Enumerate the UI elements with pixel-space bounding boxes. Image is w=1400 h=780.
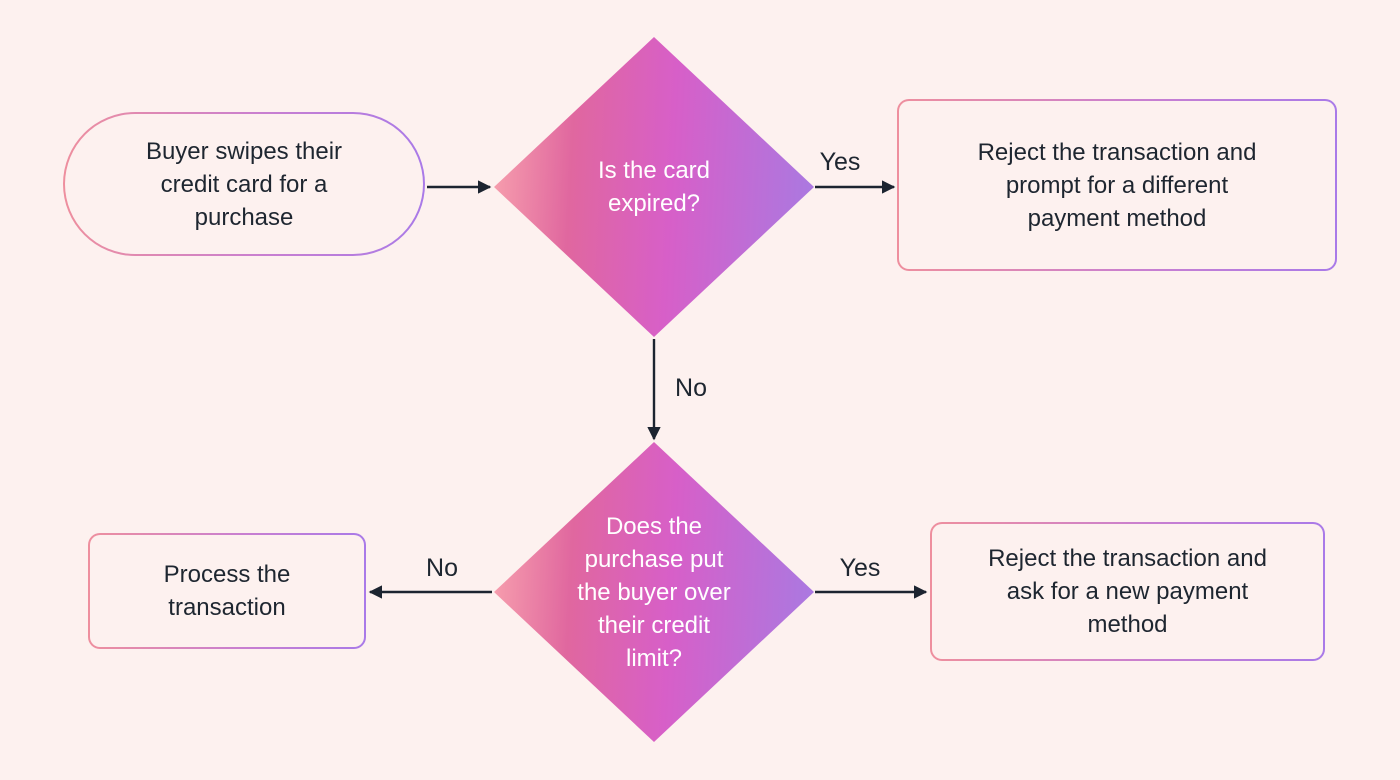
node-process-transaction-body: Process the transaction	[90, 535, 364, 647]
node-reject-ask-body: Reject the transaction and ask for a new…	[932, 524, 1323, 659]
edge-label-limit-no: No	[426, 554, 458, 582]
node-reject-prompt: Reject the transaction and prompt for a …	[897, 99, 1337, 271]
edge-label-limit-yes: Yes	[839, 554, 881, 582]
node-decision-credit-limit-label: Does the purchase put the buyer over the…	[577, 512, 731, 672]
edge-label-expired-yes: Yes	[819, 148, 861, 176]
edge-label-expired-no: No	[675, 374, 707, 402]
node-start-label: Buyer swipes their credit card for a pur…	[145, 137, 343, 231]
node-reject-ask: Reject the transaction and ask for a new…	[930, 522, 1325, 661]
node-start: Buyer swipes their credit card for a pur…	[63, 112, 425, 256]
node-reject-prompt-label: Reject the transaction and prompt for a …	[977, 138, 1257, 232]
node-start-body: Buyer swipes their credit card for a pur…	[65, 114, 423, 254]
node-decision-card-expired-label: Is the card expired?	[597, 157, 711, 217]
node-decision-credit-limit: Does the purchase put the buyer over the…	[494, 442, 814, 742]
node-process-transaction: Process the transaction	[88, 533, 366, 649]
node-reject-prompt-body: Reject the transaction and prompt for a …	[899, 101, 1335, 269]
node-process-transaction-label: Process the transaction	[163, 561, 291, 621]
node-decision-card-expired: Is the card expired?	[494, 37, 814, 337]
node-reject-ask-label: Reject the transaction and ask for a new…	[988, 545, 1267, 638]
